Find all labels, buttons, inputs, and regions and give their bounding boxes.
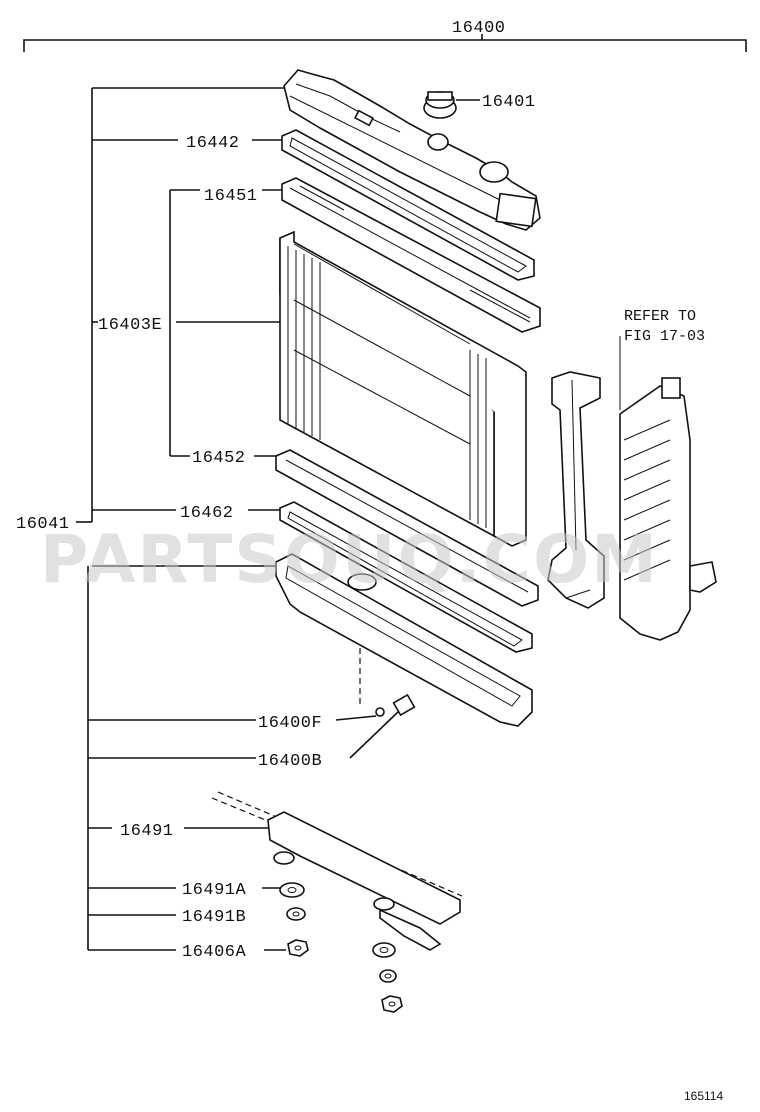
nut-right [381, 995, 403, 1013]
bracket-lower [87, 566, 256, 951]
grommet-16491a [262, 882, 305, 898]
lower-core-plate [254, 449, 539, 607]
part-label-16041: 16041 [16, 515, 70, 534]
part-label-16491: 16491 [120, 822, 174, 841]
part-label-16400b: 16400B [258, 752, 322, 771]
refer-note-line1: REFER TO [624, 308, 696, 325]
grommet-right [372, 942, 396, 958]
intercooler-assembly [619, 336, 717, 641]
upper-core-plate [262, 177, 541, 333]
refer-note-line2: FIG 17-03 [624, 328, 705, 345]
assembly-number-label: 16400 [452, 19, 506, 38]
part-label-16400f: 16400F [258, 714, 322, 733]
part-label-16403e: 16403E [98, 316, 162, 335]
lower-tank [275, 553, 533, 727]
part-label-16442: 16442 [186, 134, 240, 153]
part-label-16406a: 16406A [182, 943, 247, 962]
part-label-16462: 16462 [180, 504, 234, 523]
part-label-16451: 16451 [204, 187, 258, 206]
collar-right [379, 969, 397, 983]
upper-tank [283, 69, 541, 231]
part-label-16452: 16452 [192, 449, 246, 468]
bracket-core [169, 189, 200, 457]
figure-number: 165114 [684, 1089, 723, 1103]
radiator-core [176, 230, 527, 547]
part-label-16401: 16401 [482, 93, 536, 112]
assembly-bracket [23, 34, 747, 52]
collar-16491b [286, 907, 306, 921]
radiator-cap [423, 91, 480, 119]
part-label-16491b: 16491B [182, 908, 246, 927]
lower-gasket [248, 501, 533, 653]
upper-gasket [252, 129, 535, 281]
shroud-bracket [547, 371, 605, 609]
lower-support-bracket [184, 791, 463, 951]
drain-cock [335, 648, 416, 759]
part-label-16491a: 16491A [182, 881, 247, 900]
nut-16406a [264, 939, 309, 957]
bracket-16041 [76, 87, 300, 567]
watermark: PARTSOUQ.COM [40, 521, 659, 598]
